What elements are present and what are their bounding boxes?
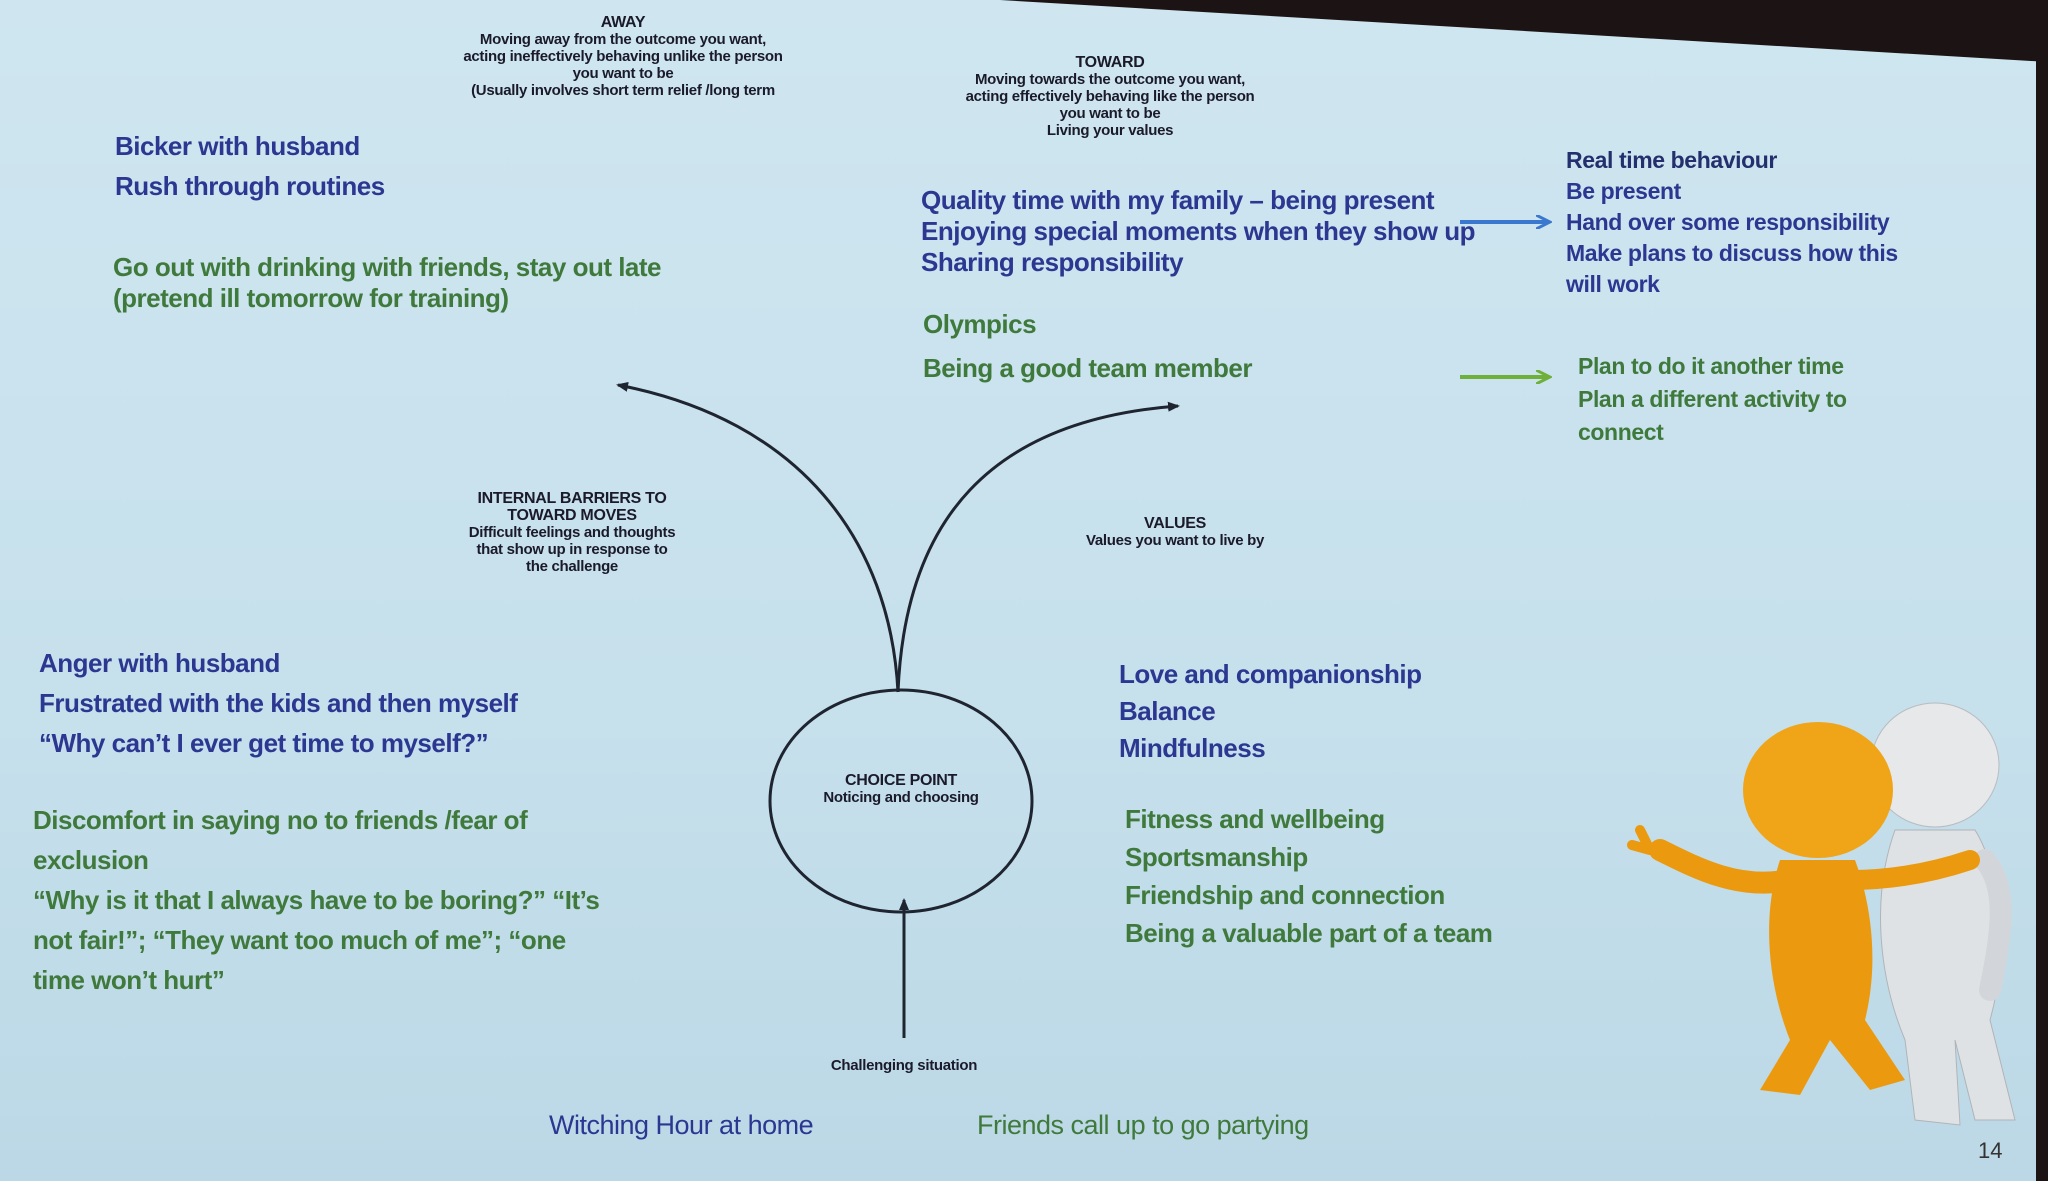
choice-point-title: CHOICE POINT xyxy=(845,772,957,789)
values-title: VALUES xyxy=(1144,515,1206,532)
real-time-item: Plan a different activity to xyxy=(1578,386,1847,412)
barrier-example: not fair!”; “They want too much of me”; … xyxy=(33,925,566,955)
barriers-line: that show up in response to xyxy=(476,541,668,558)
real-time-item: Make plans to discuss how this xyxy=(1566,240,1898,266)
toward-line: acting effectively behaving like the per… xyxy=(965,88,1255,105)
away-line: (Usually involves short term relief /lon… xyxy=(471,82,775,99)
away-line: acting ineffectively behaving unlike the… xyxy=(463,48,783,65)
toward-example: Olympics xyxy=(923,309,1037,339)
values-header: VALUES Values you want to live by xyxy=(1025,515,1325,549)
real-time-item: Plan to do it another time xyxy=(1578,353,1844,379)
real-time-item: connect xyxy=(1578,419,1664,445)
away-friends-examples: Go out with drinking with friends, stay … xyxy=(113,252,662,314)
barriers-title: INTERNAL BARRIERS TO xyxy=(477,490,667,507)
value-example: Mindfulness xyxy=(1119,733,1266,763)
away-title: AWAY xyxy=(600,14,646,31)
barrier-example: Discomfort in saying no to friends /fear… xyxy=(33,805,528,835)
challenge-label: Challenging situation xyxy=(830,1057,978,1074)
barrier-example: exclusion xyxy=(33,845,149,875)
real-time-family: Real time behaviour Be present Hand over… xyxy=(1566,145,1898,300)
real-time-friends: Plan to do it another time Plan a differ… xyxy=(1578,350,1847,449)
friends-situation: Friends call up to go partying xyxy=(977,1110,1309,1140)
real-time-title: Real time behaviour xyxy=(1566,147,1777,173)
barrier-example: “Why is it that I always have to be bori… xyxy=(33,885,600,915)
value-friends-examples: Fitness and wellbeing Sportsmanship Frie… xyxy=(1125,800,1493,952)
toward-example: Being a good team member xyxy=(923,353,1252,383)
barrier-example: “Why can’t I ever get time to myself?” xyxy=(39,728,489,758)
value-family-examples: Love and companionship Balance Mindfulne… xyxy=(1119,656,1422,767)
toward-line: you want to be xyxy=(1059,105,1161,122)
family-situation: Witching Hour at home xyxy=(549,1110,814,1140)
away-family-examples: Bicker with husband Rush through routine… xyxy=(115,126,385,206)
barriers-line: Difficult feelings and thoughts xyxy=(468,524,676,541)
barrier-example: Anger with husband xyxy=(39,648,280,678)
screen-edge-top xyxy=(1000,0,2048,62)
away-line: Moving away from the outcome you want, xyxy=(479,31,767,48)
away-example: Rush through routines xyxy=(115,171,385,201)
value-example: Balance xyxy=(1119,696,1216,726)
value-example: Love and companionship xyxy=(1119,659,1422,689)
toward-family-examples: Quality time with my family – being pres… xyxy=(921,185,1475,278)
screen-edge-right xyxy=(2036,0,2048,1181)
barriers-header: INTERNAL BARRIERS TO TOWARD MOVES Diffic… xyxy=(422,490,722,575)
value-example: Friendship and connection xyxy=(1125,880,1445,910)
toward-header: TOWARD Moving towards the outcome you wa… xyxy=(910,54,1310,139)
real-time-item: Hand over some responsibility xyxy=(1566,209,1890,235)
value-example: Being a valuable part of a team xyxy=(1125,918,1493,948)
choice-point-subtitle: Noticing and choosing xyxy=(823,789,979,806)
barrier-example: Frustrated with the kids and then myself xyxy=(39,688,518,718)
toward-line: Living your values xyxy=(1046,122,1174,139)
choice-point-label: CHOICE POINT Noticing and choosing xyxy=(781,772,1021,806)
away-example: (pretend ill tomorrow for training) xyxy=(113,283,509,313)
barrier-family-examples: Anger with husband Frustrated with the k… xyxy=(39,643,518,763)
away-header: AWAY Moving away from the outcome you wa… xyxy=(423,14,823,99)
slide-number: 14 xyxy=(1978,1138,2003,1163)
away-line: you want to be xyxy=(572,65,674,82)
toward-title: TOWARD xyxy=(1075,54,1145,71)
toward-example: Quality time with my family – being pres… xyxy=(921,185,1435,215)
toward-line: Moving towards the outcome you want, xyxy=(974,71,1246,88)
toward-arrow xyxy=(896,401,1180,693)
away-arrow xyxy=(616,381,900,693)
values-subtitle: Values you want to live by xyxy=(1085,532,1265,549)
barriers-title: TOWARD MOVES xyxy=(507,507,637,524)
value-example: Sportsmanship xyxy=(1125,842,1308,872)
toward-friends-examples: Olympics Being a good team member xyxy=(923,302,1252,390)
choice-point-ellipse xyxy=(768,688,1034,914)
away-example: Bicker with husband xyxy=(115,131,360,161)
toward-example: Enjoying special moments when they show … xyxy=(921,216,1475,246)
barriers-line: the challenge xyxy=(526,558,618,575)
barrier-friends-examples: Discomfort in saying no to friends /fear… xyxy=(33,800,600,1000)
barrier-example: time won’t hurt” xyxy=(33,965,225,995)
real-time-item: will work xyxy=(1566,271,1660,297)
figures-illustration xyxy=(1627,702,2016,1126)
away-example: Go out with drinking with friends, stay … xyxy=(113,252,662,282)
value-example: Fitness and wellbeing xyxy=(1125,804,1385,834)
real-time-item: Be present xyxy=(1566,178,1681,204)
toward-example: Sharing responsibility xyxy=(921,247,1184,277)
